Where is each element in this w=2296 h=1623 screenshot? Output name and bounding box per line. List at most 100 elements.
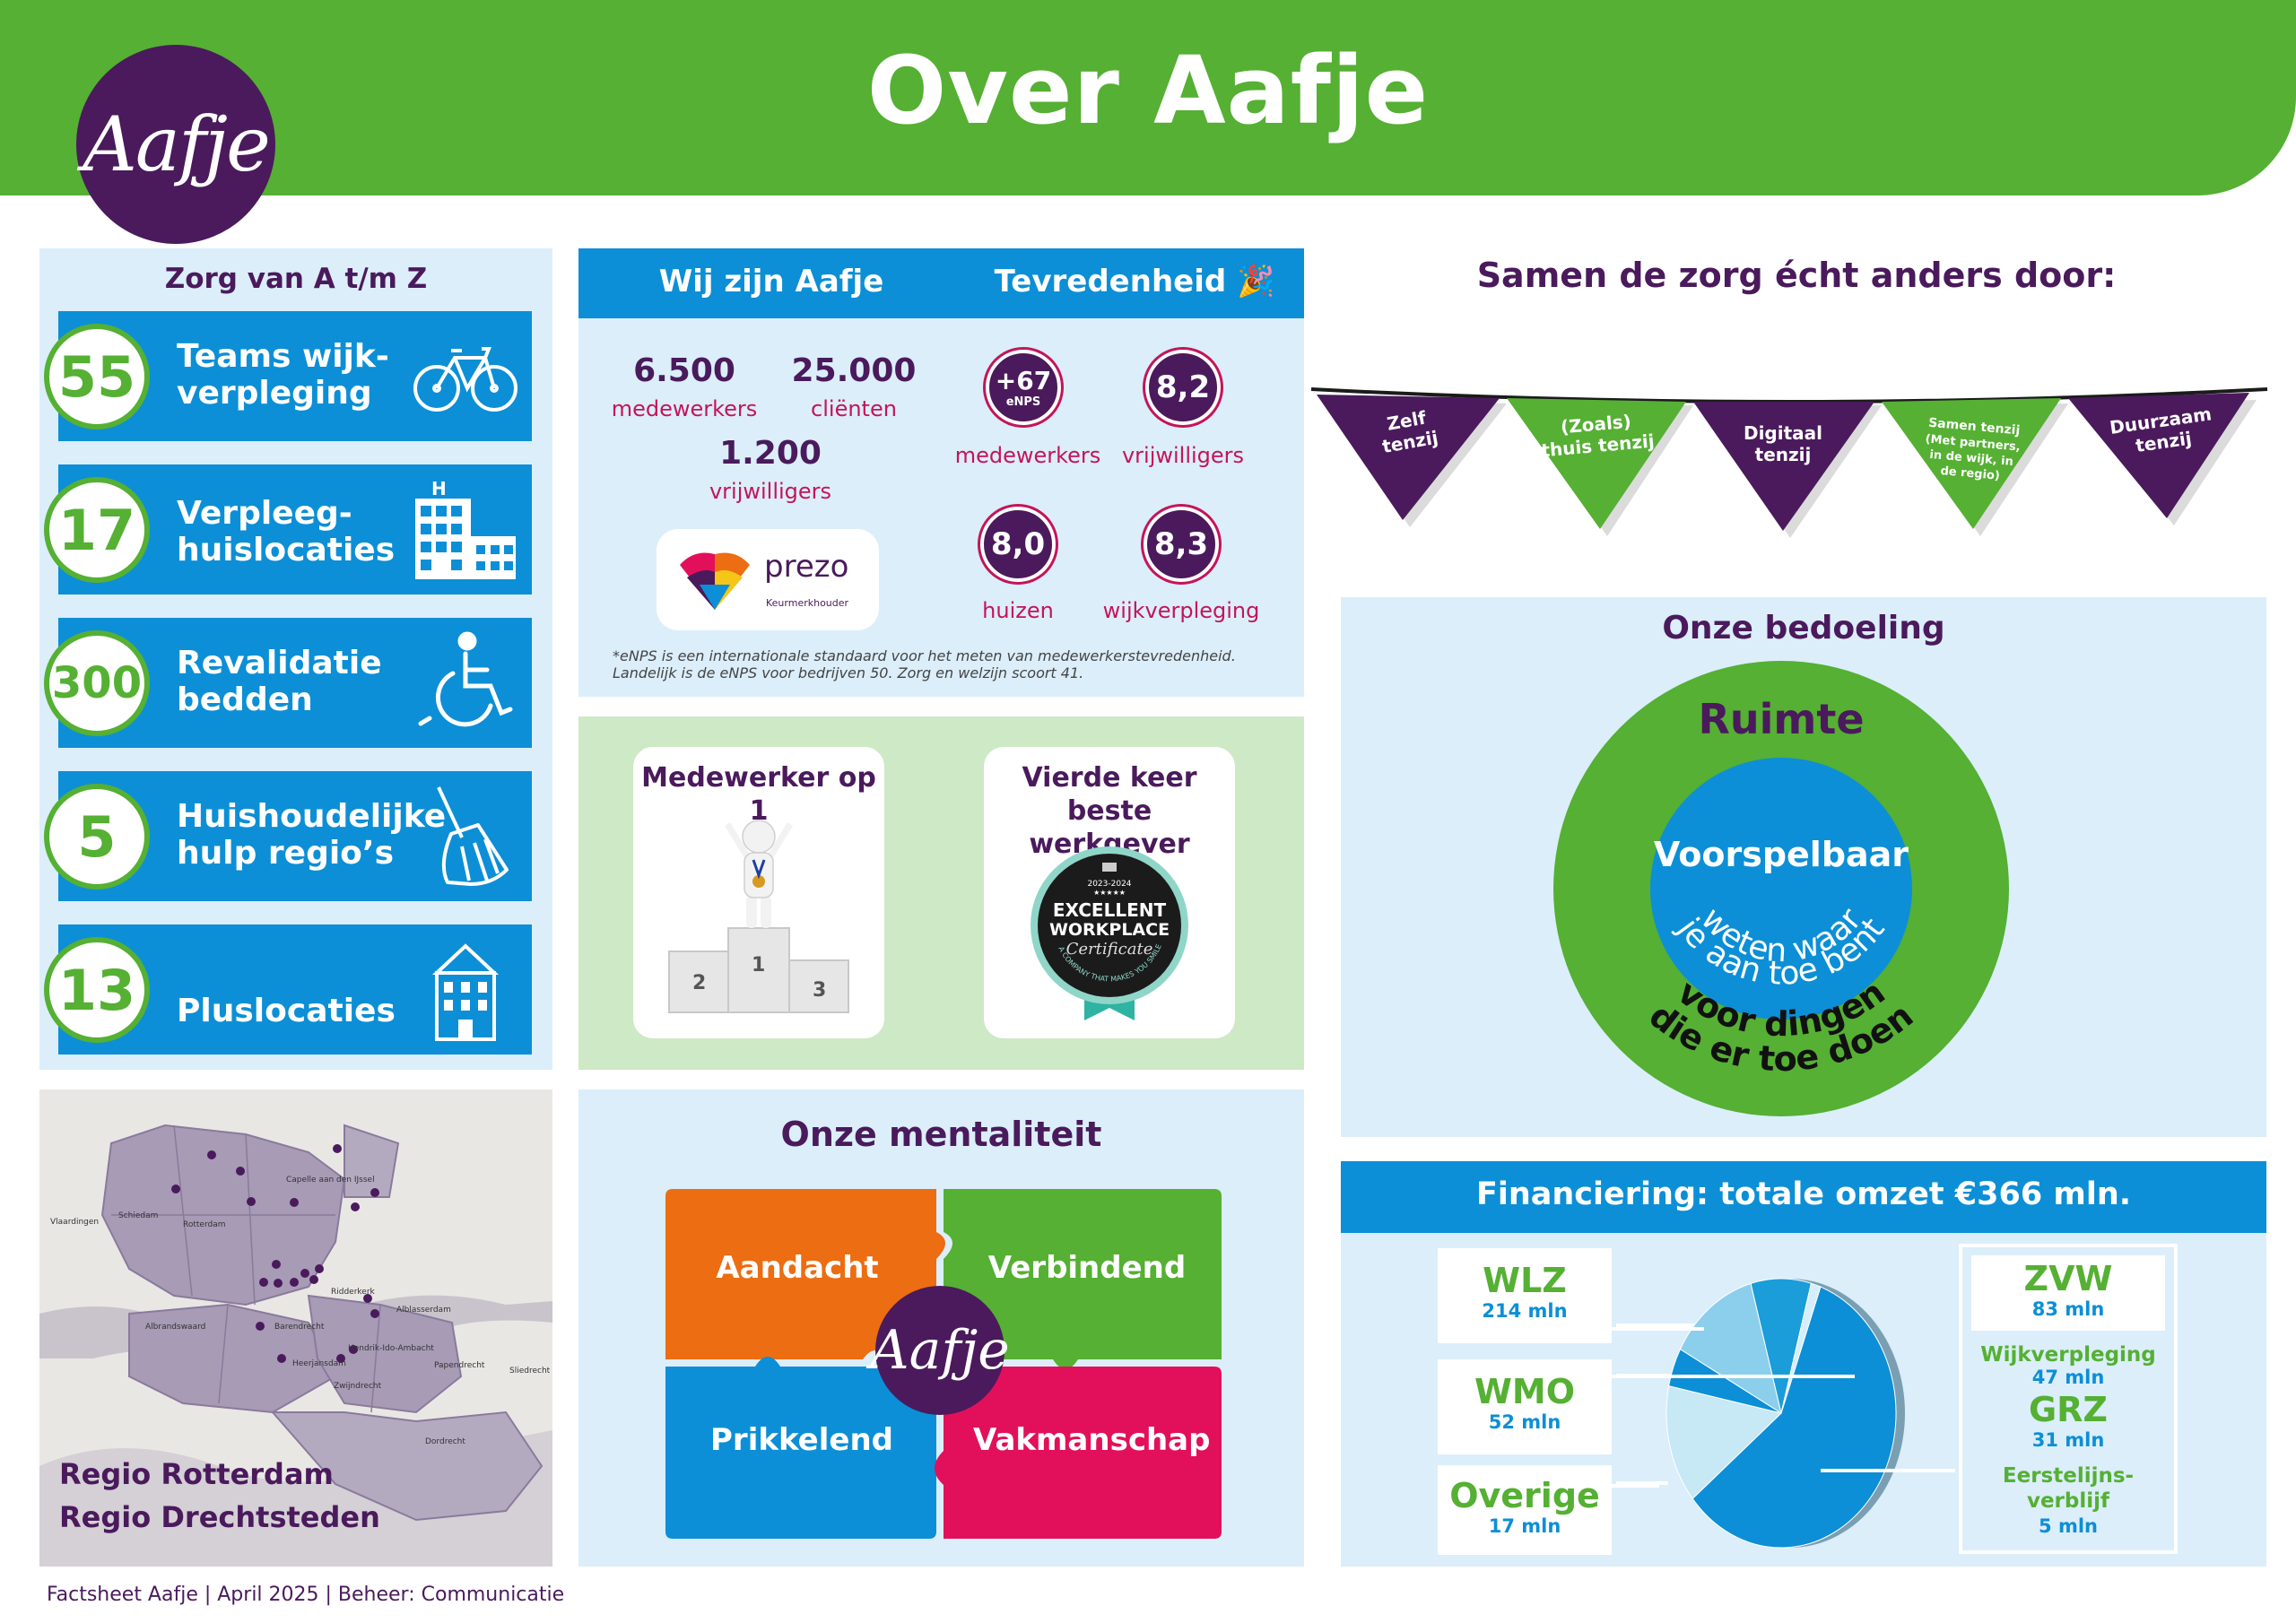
bicycle-icon xyxy=(413,347,517,412)
stat-number: 25.000 xyxy=(791,352,917,389)
pie-slice-wlz xyxy=(1692,1286,1897,1549)
footnote-line: Landelijk is de eNPS voor bedrijven 50. … xyxy=(613,664,1084,681)
prezo-sub: Keurmerkhouder xyxy=(766,597,849,609)
tevredenheid-title-text: Tevredenheid xyxy=(994,264,1227,299)
zorg-label-line1: Revalidatie xyxy=(177,645,382,681)
building-icon xyxy=(431,943,500,1041)
fin-name: WLZ xyxy=(1483,1261,1567,1300)
fin-value: 214 mln xyxy=(1482,1300,1568,1322)
zorg-number: 13 xyxy=(44,937,150,1043)
zorg-label-line2: huislocaties xyxy=(177,532,396,568)
award-title: Medewerker op 1 xyxy=(641,762,876,827)
svg-text:Papendrecht: Papendrecht xyxy=(434,1361,485,1370)
fin-sub-name: GRZ xyxy=(2028,1390,2108,1429)
fin-name: WMO xyxy=(1474,1372,1576,1411)
score-value: +67 xyxy=(995,366,1052,395)
zorg-label-line2: bedden xyxy=(177,681,313,718)
svg-text:Albrandswaard: Albrandswaard xyxy=(145,1323,205,1332)
zorg-row: 17 Verpleeg-huislocaties H xyxy=(44,464,532,595)
inner-word: Voorspelbaar xyxy=(1654,835,1909,874)
podium-illustration: 213 xyxy=(668,820,849,1013)
badge-line1: EXCELLENT xyxy=(1053,899,1167,921)
puzzle-label: Vakmanschap xyxy=(973,1422,1211,1458)
prezo-badge: prezo Keurmerkhouder xyxy=(657,529,879,630)
bedoeling-title: Onze bedoeling xyxy=(1662,610,1945,647)
wij-zijn-title: Wij zijn Aafje xyxy=(658,264,884,299)
samen-title: Samen de zorg écht anders door: xyxy=(1476,256,2117,295)
excellent-workplace-badge: 2023-2024 ★★★★★ EXCELLENT WORKPLACE Cert… xyxy=(1031,846,1188,1020)
puzzle-label: Verbindend xyxy=(987,1250,1187,1286)
podium-1: 1 xyxy=(752,954,765,976)
tevredenheid-title: Tevredenheid 🎉 xyxy=(964,264,1305,299)
footer-text: Factsheet Aafje | April 2025 | Beheer: C… xyxy=(47,1584,565,1606)
svg-text:Rotterdam: Rotterdam xyxy=(183,1220,226,1229)
zorg-label: Pluslocaties xyxy=(177,993,396,1029)
zorg-row: 55 Teams wijk-verpleging xyxy=(44,311,532,441)
header-bar xyxy=(0,0,2296,195)
region-label: Regio Drechtsteden xyxy=(59,1500,380,1534)
fin-value: 83 mln xyxy=(2031,1298,2105,1320)
zorg-number: 5 xyxy=(44,784,150,890)
svg-text:Hendrik-Ido-Ambacht: Hendrik-Ido-Ambacht xyxy=(348,1344,434,1353)
footnote-line: *eNPS is een internationale standaard vo… xyxy=(613,647,1236,664)
svg-text:Sliedrecht: Sliedrecht xyxy=(509,1367,551,1376)
prezo-logo-icon xyxy=(680,552,750,610)
flag-text: de regio) xyxy=(1940,464,2001,483)
zorg-number: 17 xyxy=(44,477,150,583)
stat-number: 1.200 xyxy=(719,435,822,472)
wij-header-bar xyxy=(578,248,1304,318)
fin-sub-value: 47 mln xyxy=(2031,1367,2105,1388)
mentaliteit-title: Onze mentaliteit xyxy=(780,1115,1102,1154)
flag-zelf xyxy=(1317,395,1500,520)
zorg-label-line1: Verpleeg- xyxy=(177,495,352,532)
party-popper-icon: 🎉 xyxy=(1237,264,1275,299)
score-circle: 8,0 xyxy=(980,507,1056,582)
podium-2: 2 xyxy=(692,972,706,994)
badge-script: Certificate xyxy=(1066,940,1153,959)
flag-text: tenzij xyxy=(1755,444,1812,465)
svg-text:Vlaardingen: Vlaardingen xyxy=(50,1218,99,1227)
score-circle: 8,2 xyxy=(1145,350,1221,425)
stat-number: 6.500 xyxy=(633,352,735,389)
zorg-number: 300 xyxy=(44,630,150,736)
financiering-title: Financiering: totale omzet €366 mln. xyxy=(1475,1176,2132,1212)
outer-word: Ruimte xyxy=(1698,695,1864,743)
zorg-label-line2: verpleging xyxy=(177,375,372,412)
award-title-line1: Vierde keer xyxy=(1022,762,1197,794)
zorg-label-line: Pluslocaties xyxy=(177,993,396,1029)
svg-text:Alblasserdam: Alblasserdam xyxy=(396,1306,451,1315)
svg-text:Zwijndrecht: Zwijndrecht xyxy=(334,1382,382,1391)
svg-text:H: H xyxy=(431,478,447,499)
svg-text:Barendrecht: Barendrecht xyxy=(274,1323,325,1332)
fin-sub-name: Eerstelijns- xyxy=(2002,1464,2135,1488)
svg-text:Schiedam: Schiedam xyxy=(118,1211,158,1220)
zorg-label-line1: Teams wijk- xyxy=(177,338,389,375)
puzzle-center-logo xyxy=(875,1286,1004,1415)
zorg-number: 55 xyxy=(44,324,150,430)
zorg-label: Teams wijk-verpleging xyxy=(177,338,389,412)
fin-name: Overige xyxy=(1449,1476,1600,1515)
inner-circle xyxy=(1650,758,1912,1020)
prezo-name: prezo xyxy=(764,549,849,585)
zvw-frame xyxy=(1959,1244,2178,1554)
revenue-pie-chart xyxy=(1605,1278,1955,1549)
zorg-title: Zorg van A t/m Z xyxy=(164,263,428,295)
fin-sub-value: 31 mln xyxy=(2031,1429,2105,1451)
logo-text: Aafje xyxy=(83,100,271,188)
svg-text:Capelle aan den IJssel: Capelle aan den IJssel xyxy=(286,1176,375,1185)
award-title-line2: beste werkgever xyxy=(1029,795,1190,860)
flag-text: Digitaal xyxy=(1744,422,1822,444)
svg-text:Dordrecht: Dordrecht xyxy=(425,1437,465,1446)
region-label: Regio Rotterdam xyxy=(59,1457,334,1491)
